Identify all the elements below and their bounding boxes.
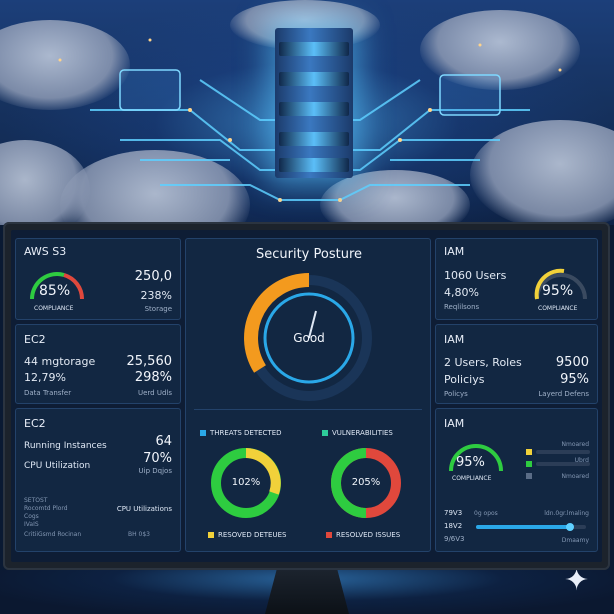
footer-right-1: CPU Utilizations <box>116 505 172 513</box>
s3-value-1: 250,0 <box>134 269 172 284</box>
ec2-row2-left: 12,79% <box>24 371 66 384</box>
vuln-resolved-label: RESOLVED ISSUES <box>336 531 401 539</box>
posture-title: Security Posture <box>255 247 362 262</box>
security-posture-panel[interactable]: Security Posture Good THREATS DETECTED 1… <box>185 238 431 552</box>
ec2-panel[interactable]: EC2 44 mgtorage 25,560 12,79% 298% Data … <box>15 324 181 404</box>
vuln-donut <box>328 445 404 525</box>
gauge-label: COMPLIANCE <box>538 305 578 312</box>
iam-label-left: Policys <box>444 390 468 398</box>
iam-users-panel[interactable]: IAM 1060 Users 4,80% Reqlilsons 95% COMP… <box>435 238 598 320</box>
panel-title: IAM <box>444 417 465 430</box>
ec2-row1-left: 44 mgtorage <box>24 355 96 368</box>
iam-sub: Reqlilsons <box>444 303 480 311</box>
slider-row-left: 18V2 <box>444 522 463 530</box>
threats-resolved-label: RESOVED DETEUES <box>218 531 287 539</box>
iam-users: 1060 Users <box>444 269 507 282</box>
footer-line: Rocomtd Plord <box>24 505 68 512</box>
s3-value-2-label: Storage <box>144 305 172 313</box>
slider-handle[interactable] <box>565 523 574 531</box>
iam-label-right: Layerd Defens <box>538 390 589 398</box>
iam-row2-left: Policiys <box>444 373 485 386</box>
iam-row1-right: 9500 <box>555 355 589 370</box>
running-instances-value: 64 <box>155 434 172 449</box>
threats-resolved: RESOVED DETEUES <box>208 531 286 539</box>
compliance-gauge <box>24 259 90 309</box>
dashboard-screen: AWS S3 85% COMPLIANCE 250,0 238% Storage… <box>11 230 602 562</box>
hero-illustration <box>0 0 614 225</box>
legend-dot-grey <box>526 473 532 479</box>
threats-donut <box>208 445 284 525</box>
panel-title: EC2 <box>24 333 46 346</box>
ec2-instances-panel[interactable]: EC2 Running Instances 64 CPU Utilization… <box>15 408 181 552</box>
monitor-stand <box>265 566 349 614</box>
iam-row2-right: 95% <box>560 372 589 387</box>
vuln-resolved: RESOLVED ISSUES <box>326 531 400 539</box>
cpu-utilization-label: CPU Utilization <box>24 461 91 471</box>
compliance-gauge <box>444 429 508 485</box>
iam-row1-left: 2 Users, Roles <box>444 356 522 369</box>
footer-right-2: BH 0$3 <box>128 531 150 538</box>
sparkle-icon: ✦ <box>564 563 590 598</box>
footer-line: SETOST <box>24 497 48 504</box>
panel-title: IAM <box>444 245 465 258</box>
legend-dot-green <box>526 461 532 467</box>
compliance-gauge <box>530 259 592 313</box>
legend-dot-yellow <box>526 449 532 455</box>
slider-row-left: 9/6V3 <box>444 535 465 543</box>
legend-label: Ubrd <box>574 457 589 464</box>
legend-label: Nmoared <box>561 473 589 480</box>
server-tower <box>275 28 353 178</box>
slider-row-mid: 0g opos <box>474 510 498 517</box>
slider-row-right: ldn.0gr.lmaling <box>544 510 589 517</box>
divider <box>194 409 422 410</box>
iam-pct: 4,80% <box>444 286 479 299</box>
iam-compliance-panel[interactable]: IAM 95% COMPLIANCE Nmoared Ubrd Nmoared … <box>435 408 598 552</box>
cpu-utilization-value: 70% <box>143 451 172 466</box>
panel-title: AWS S3 <box>24 245 67 258</box>
posture-gauge <box>242 271 376 409</box>
threats-value: 102% <box>231 477 261 488</box>
gauge-value: 85% <box>39 283 71 299</box>
gauge-value: 95% <box>542 283 574 299</box>
running-instances-label: Running Instances <box>24 441 107 451</box>
policy-slider[interactable] <box>476 523 586 531</box>
ec2-label-right: Uerd Udls <box>137 389 172 397</box>
monitor: AWS S3 85% COMPLIANCE 250,0 238% Storage… <box>3 222 610 570</box>
posture-status: Good <box>293 331 325 345</box>
vuln-label: VULNERABILITIES <box>332 429 393 437</box>
gauge-label: COMPLIANCE <box>34 305 74 312</box>
panel-title: EC2 <box>24 417 46 430</box>
vuln-legend: VULNERABILITIES <box>322 429 393 437</box>
cpu-utilization-sub: Uip Dqjos <box>138 467 172 475</box>
threats-legend: THREATS DETECTED <box>200 429 282 437</box>
footer-line: CritiiGsmd Rocinan <box>24 531 82 538</box>
ec2-row1-right: 25,560 <box>126 354 173 369</box>
s3-value-2: 238% <box>140 289 172 302</box>
cloud <box>0 20 130 110</box>
footer-line: Cogs <box>24 513 39 520</box>
gauge-value: 95% <box>456 455 485 470</box>
vuln-value: 205% <box>351 477 381 488</box>
slider-row-right: Dmaamy <box>561 537 589 544</box>
iam-roles-panel[interactable]: IAM 2 Users, Roles 9500 Policiys 95% Pol… <box>435 324 598 404</box>
gauge-label: COMPLIANCE <box>452 475 492 482</box>
ec2-label-left: Data Transfer <box>24 389 72 397</box>
aws-s3-panel[interactable]: AWS S3 85% COMPLIANCE 250,0 238% Storage <box>15 238 181 320</box>
footer-line: IVaIS <box>24 521 39 528</box>
slider-row-left: 79V3 <box>444 509 463 517</box>
cloud <box>470 120 614 225</box>
panel-title: IAM <box>444 333 465 346</box>
threats-label: THREATS DETECTED <box>210 429 282 437</box>
ec2-row2-right: 298% <box>134 370 172 385</box>
legend-label: Nmoared <box>561 441 589 448</box>
